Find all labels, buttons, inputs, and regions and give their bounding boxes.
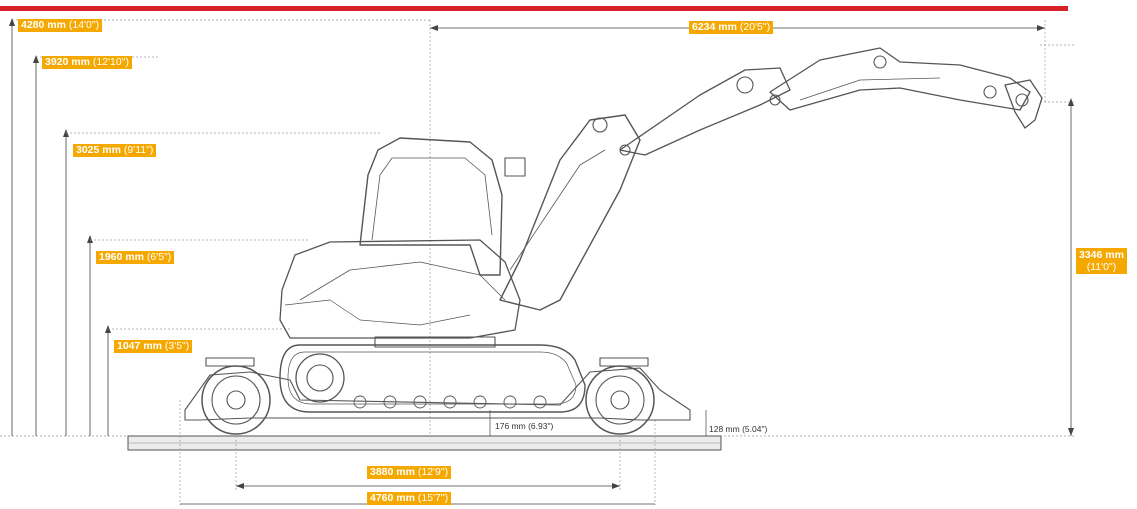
- wheelbase-label: 3880 mm (12'9"): [367, 466, 452, 479]
- attachment-head: [1004, 79, 1043, 129]
- right-wheel-hub: [610, 390, 630, 410]
- reach-arrow-left: [430, 25, 438, 31]
- arm-end-pivot: [983, 85, 997, 99]
- upper-structure-detail-2: [284, 299, 471, 326]
- right-height-label: 3346 mm(11'0"): [1076, 248, 1127, 274]
- boom-pivot: [592, 117, 608, 133]
- height-3025-label: 3025 mm (9'11"): [73, 144, 157, 157]
- right-wheel-rim: [595, 375, 645, 425]
- chassis: [184, 367, 691, 421]
- wheelbase-arrow-right: [612, 483, 620, 489]
- top-accent-bar: [0, 6, 1068, 11]
- slewing-ring: [374, 336, 496, 348]
- crawler-track: [279, 344, 586, 413]
- drive-sprocket-hub: [306, 364, 334, 392]
- attachment-pivot: [1015, 93, 1029, 107]
- boom-joint-2: [769, 94, 781, 106]
- drive-sprocket: [295, 353, 345, 403]
- left-wheel: [201, 365, 271, 435]
- body-height-label: 1960 mm (6'5"): [96, 251, 175, 264]
- boom-upper: [619, 67, 791, 156]
- overall-length-label: 4760 mm (15'7"): [367, 492, 452, 505]
- boom-cylinder: [509, 149, 606, 271]
- left-wheel-rim: [211, 375, 261, 425]
- upper-structure-detail: [299, 261, 506, 301]
- left-outrigger-plate: [205, 357, 255, 367]
- operator-cab: [359, 137, 503, 276]
- crawler-track-inner: [287, 351, 577, 405]
- max-height-label: 4280 mm (14'0"): [18, 19, 103, 32]
- excavator-drawing: [184, 47, 1043, 435]
- boom-lower: [499, 114, 641, 311]
- left-wheel-hub: [226, 390, 246, 410]
- wheelbase-arrow-left: [236, 483, 244, 489]
- ground-clearance-label: 176 mm (6.93"): [495, 421, 554, 431]
- vertical-dimension-lines: [11, 22, 1072, 436]
- cab-light: [504, 157, 526, 177]
- chassis-height-label: 1047 mm (3'5"): [114, 340, 193, 353]
- reach-arrow-right: [1037, 25, 1045, 31]
- vertical-dimension-arrows: [9, 18, 1074, 436]
- reference-lines: [12, 19, 1075, 505]
- wheel-clearance-label: 128 mm (5.04"): [709, 424, 768, 434]
- upper-structure: [279, 239, 521, 339]
- right-wheel: [585, 365, 655, 435]
- arm-pivot: [873, 55, 887, 69]
- dipper-arm: [769, 47, 1031, 111]
- arm-cylinder: [799, 77, 941, 101]
- cab-height-label: 3920 mm (12'10"): [42, 56, 132, 69]
- right-outrigger-plate: [599, 357, 649, 367]
- reach-label: 6234 mm (20'5"): [689, 21, 774, 34]
- boom-joint: [736, 76, 754, 94]
- cab-window: [371, 157, 493, 241]
